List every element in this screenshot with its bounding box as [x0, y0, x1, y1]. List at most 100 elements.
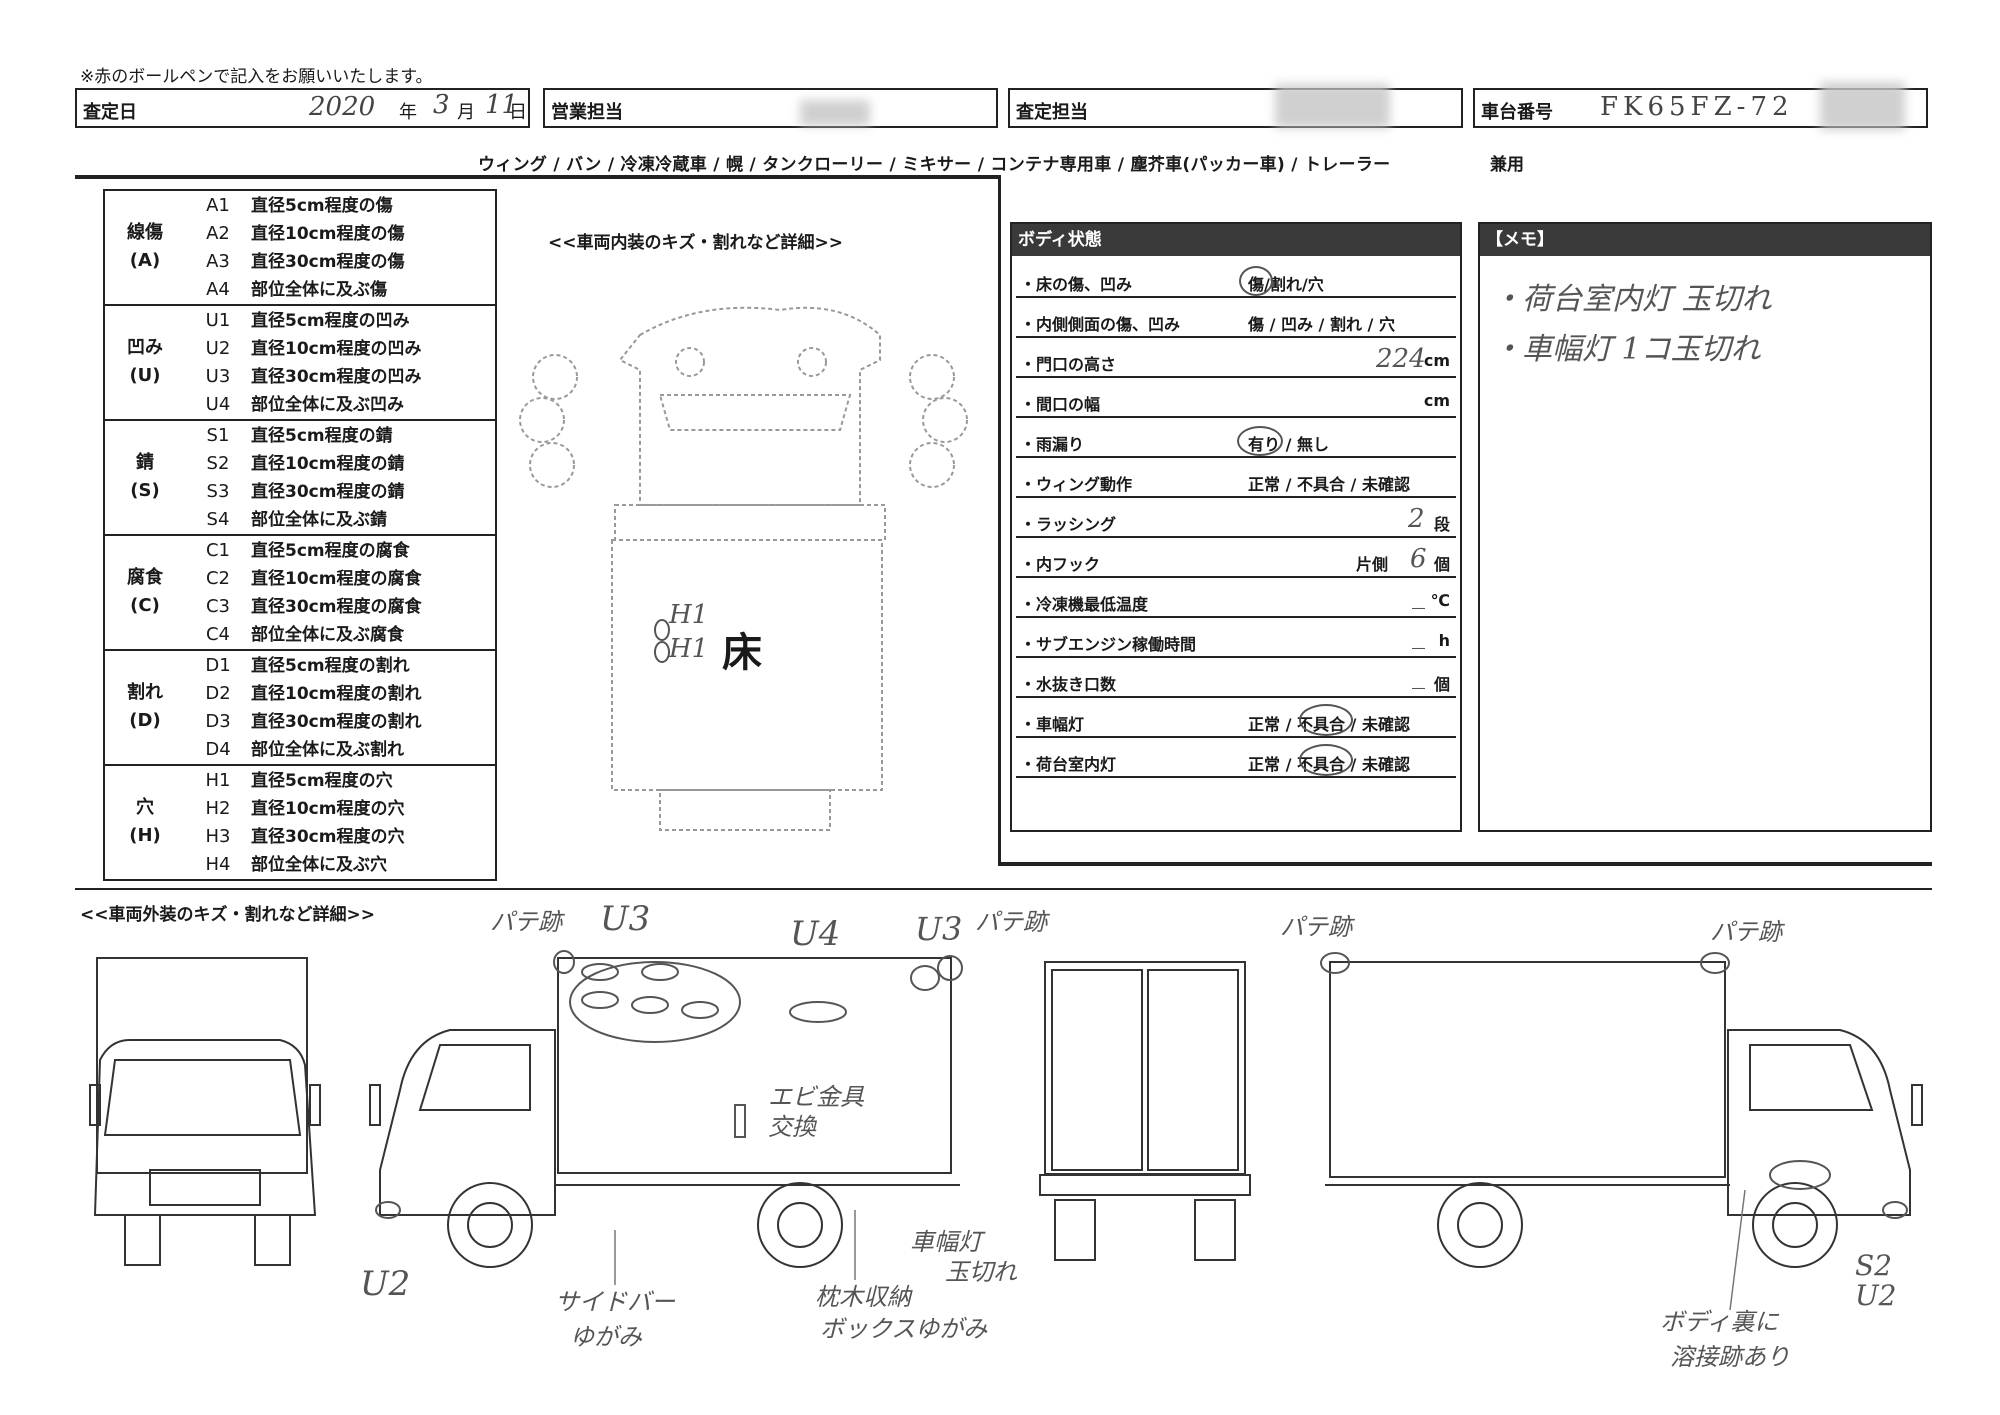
legend-group-name: 線傷(A)	[127, 222, 163, 271]
legend-group-name: 割れ(D)	[127, 682, 163, 731]
status-value: 224	[1376, 344, 1426, 374]
status-row-floor-damage[interactable]: ・床の傷、凹み 傷/割れ/穴	[1016, 264, 1456, 298]
appraiser-field[interactable]: 査定担当	[1008, 84, 1463, 128]
status-row-door-width[interactable]: ・間口の幅 cm	[1016, 384, 1456, 418]
status-value: _	[1412, 660, 1425, 690]
status-row-freezer-temp[interactable]: ・冷凍機最低温度 _ ℃	[1016, 580, 1456, 618]
status-row-lashing[interactable]: ・ラッシング 2 段	[1016, 504, 1456, 538]
interior-mark-label: H1	[668, 634, 708, 664]
instruction-note: ※赤のボールペンで記入をお願いいたします。	[80, 67, 433, 87]
annotation-s2: S2	[1855, 1249, 1892, 1282]
interior-mark-label: H1	[668, 600, 708, 630]
year-value: 2020	[309, 92, 376, 122]
selection-circle	[1299, 704, 1353, 736]
floor-label: 床	[722, 630, 762, 676]
status-options: 正常 / 不具合 / 未確認	[1248, 475, 1410, 494]
annotation-weld-marks: 溶接跡あり	[1670, 1343, 1790, 1371]
status-label: ・門口の高さ	[1020, 355, 1117, 374]
redacted-sales-name	[800, 100, 870, 126]
redacted-chassis-digits	[1820, 82, 1905, 130]
status-row-side-lamp[interactable]: ・車幅灯 正常 / 不具合 / 未確認	[1016, 704, 1456, 738]
annotation-bulb-out: 玉切れ	[945, 1258, 1018, 1286]
status-row-door-height[interactable]: ・門口の高さ 224 cm	[1016, 344, 1456, 378]
annotation-putty-mark: パテ跡	[490, 908, 566, 936]
status-label: ・水抜き口数	[1020, 675, 1117, 694]
memo-title: 【メモ】	[1480, 224, 1930, 256]
panel-bottom-rule	[998, 862, 1932, 866]
redacted-appraiser-name	[1275, 84, 1390, 128]
month-value: 3	[433, 90, 450, 120]
body-type-extra: 兼用	[1490, 155, 1524, 175]
annotation-body-underside: ボディ裏に	[1660, 1308, 1779, 1336]
status-unit: ℃	[1430, 591, 1450, 610]
status-row-cargo-light[interactable]: ・荷台室内灯 正常 / 不具合 / 未確認	[1016, 744, 1456, 778]
annotation-u2: U2	[1855, 1279, 1896, 1312]
status-row-leak[interactable]: ・雨漏り 有り / 無し	[1016, 424, 1456, 458]
status-row-wing-operation[interactable]: ・ウィング動作 正常 / 不具合 / 未確認	[1016, 464, 1456, 498]
memo-line: ・車幅灯 1コ玉切れ	[1492, 332, 1761, 367]
status-label: ・冷凍機最低温度	[1020, 595, 1149, 614]
status-label: ・内側側面の傷、凹み	[1020, 315, 1181, 334]
legend-group-name: 穴(H)	[129, 797, 161, 846]
status-label: ・ラッシング	[1020, 515, 1117, 534]
selection-circle	[1237, 426, 1283, 456]
appraisal-date-field[interactable]: 査定日 2020 年 3 月 11 日	[75, 88, 530, 128]
status-unit: 個	[1433, 675, 1450, 694]
status-row-drain-count[interactable]: ・水抜き口数 _ 個	[1016, 660, 1456, 698]
body-status-title: ボディ状態	[1012, 224, 1460, 256]
body-type-options: ウィング / バン / 冷凍冷蔵車 / 幌 / タンクローリー / ミキサー /…	[478, 155, 1391, 175]
annotation-sleeper-box: 枕木収納	[815, 1283, 913, 1311]
status-row-sub-engine-hours[interactable]: ・サブエンジン稼働時間 _ h	[1016, 620, 1456, 658]
status-label: ・雨漏り	[1020, 435, 1085, 454]
selection-circle	[1299, 744, 1353, 776]
memo-panel: 【メモ】 ・荷台室内灯 玉切れ ・車幅灯 1コ玉切れ	[1478, 222, 1932, 832]
status-value: 2	[1408, 504, 1425, 534]
status-value: _	[1412, 580, 1425, 610]
status-row-inner-wall[interactable]: ・内側側面の傷、凹み 傷 / 凹み / 割れ / 穴	[1016, 304, 1456, 338]
interior-floor-plan	[519, 306, 968, 831]
status-label: ・車幅灯	[1020, 715, 1085, 734]
annotation-u2: U2	[360, 1264, 410, 1304]
annotation-side-lamp: 車幅灯	[910, 1228, 986, 1256]
status-options: 傷 / 凹み / 割れ / 穴	[1248, 315, 1395, 334]
annotation-bent: ゆがみ	[570, 1323, 643, 1351]
month-unit: 月	[457, 102, 475, 123]
selection-circle	[1239, 266, 1273, 296]
status-prefix: 片側	[1356, 555, 1389, 574]
truck-front-view	[89, 957, 321, 1266]
chassis-number-field[interactable]: 車台番号 FK65FZ-72	[1473, 82, 1928, 130]
chassis-number-value: FK65FZ-72	[1600, 92, 1794, 122]
annotation-box-bent: ボックスゆがみ	[820, 1315, 988, 1343]
status-row-inner-hook[interactable]: ・内フック 片側 6 個	[1016, 544, 1456, 578]
year-unit: 年	[399, 102, 417, 123]
interior-section-title: <<車両内装のキズ・割れなど詳細>>	[548, 233, 843, 253]
sales-rep-field[interactable]: 営業担当	[543, 88, 998, 128]
appraiser-label: 査定担当	[1016, 102, 1088, 123]
body-status-panel: ボディ状態 ・床の傷、凹み 傷/割れ/穴 ・内側側面の傷、凹み 傷 / 凹み /…	[1010, 222, 1462, 832]
day-unit: 日	[509, 102, 527, 123]
legend-group-name: 腐食(C)	[127, 567, 163, 616]
annotation-putty-mark: パテ跡	[1280, 913, 1356, 941]
status-label: ・床の傷、凹み	[1020, 275, 1133, 294]
